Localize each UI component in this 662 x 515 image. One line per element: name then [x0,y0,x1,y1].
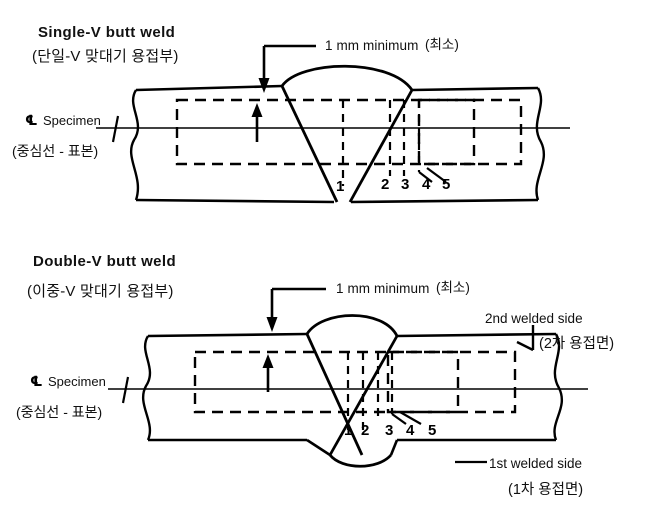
double-v-thickness-arrow [262,354,274,392]
single-v-title-en: Single-V butt weld [38,24,176,41]
single-v-specimen-number-2: 2 [381,176,390,193]
single-v-specimen-number-5: 5 [442,176,451,193]
double-v-specimen-number-4: 4 [406,422,415,439]
second-welded-side-label-ko: (2차 용접면) [539,336,615,352]
single-v-title-ko: (단일-V 맞대기 용접부) [32,48,179,65]
single-v-figure [96,44,570,204]
single-v-centerline-symbol: ℄ [25,113,38,129]
single-v-slice-lines [341,100,421,186]
double-v-specimen-number-5: 5 [428,422,437,439]
single-v-dimension-note-ko: (최소) [425,37,459,52]
double-v-centerline-symbol: ℄ [30,374,43,390]
double-v-dimension-note-ko: (최소) [436,280,470,295]
double-v-title-ko: (이중-V 맞대기 용접부) [27,283,174,300]
single-v-specimen-outlines [175,98,523,166]
single-v-specimen-number-3: 3 [401,176,410,193]
single-v-dimension-note-en: 1 mm minimum [325,38,419,53]
double-v-slice-lines [346,352,394,432]
double-v-title-en: Double-V butt weld [33,253,177,270]
first-welded-side-label-en: 1st welded side [489,456,583,471]
double-v-specimen-number-1: 1 [344,422,353,439]
single-v-plate-outline [129,84,546,204]
double-v-bottom-crown [328,453,393,468]
double-v-figure [108,287,588,468]
single-v-specimen-number-4: 4 [422,176,431,193]
single-v-thickness-arrow [251,103,263,142]
double-v-dimension-note-en: 1 mm minimum [336,281,430,296]
second-welded-side-label-en: 2nd welded side [485,311,583,326]
single-v-groove-fusion-lines [280,85,414,203]
double-v-specimen-label-en: Specimen [48,374,106,389]
single-v-number-leaders [418,167,447,183]
single-v-centerline-tick [111,115,120,143]
double-v-dimension-leader [266,287,326,332]
double-v-top-crown [305,314,399,337]
double-v-specimen-outlines [193,350,517,414]
first-welded-side-label-ko: (1차 용접면) [508,482,584,498]
double-v-number-leaders [391,411,422,425]
double-v-plate-outline [141,332,564,442]
single-v-specimen-label-ko: (중심선 - 표본) [12,143,99,159]
double-v-specimen-number-3: 3 [385,422,394,439]
single-v-weld-crown [280,64,414,91]
second-welded-side-leader [516,325,535,352]
double-v-centerline-tick [121,376,130,404]
double-v-root-bevels [306,438,399,457]
double-v-specimen-label-ko: (중심선 - 표본) [16,404,103,420]
single-v-specimen-number-1: 1 [336,178,345,195]
single-v-specimen-label-en: Specimen [43,113,101,128]
double-v-specimen-number-2: 2 [361,422,370,439]
